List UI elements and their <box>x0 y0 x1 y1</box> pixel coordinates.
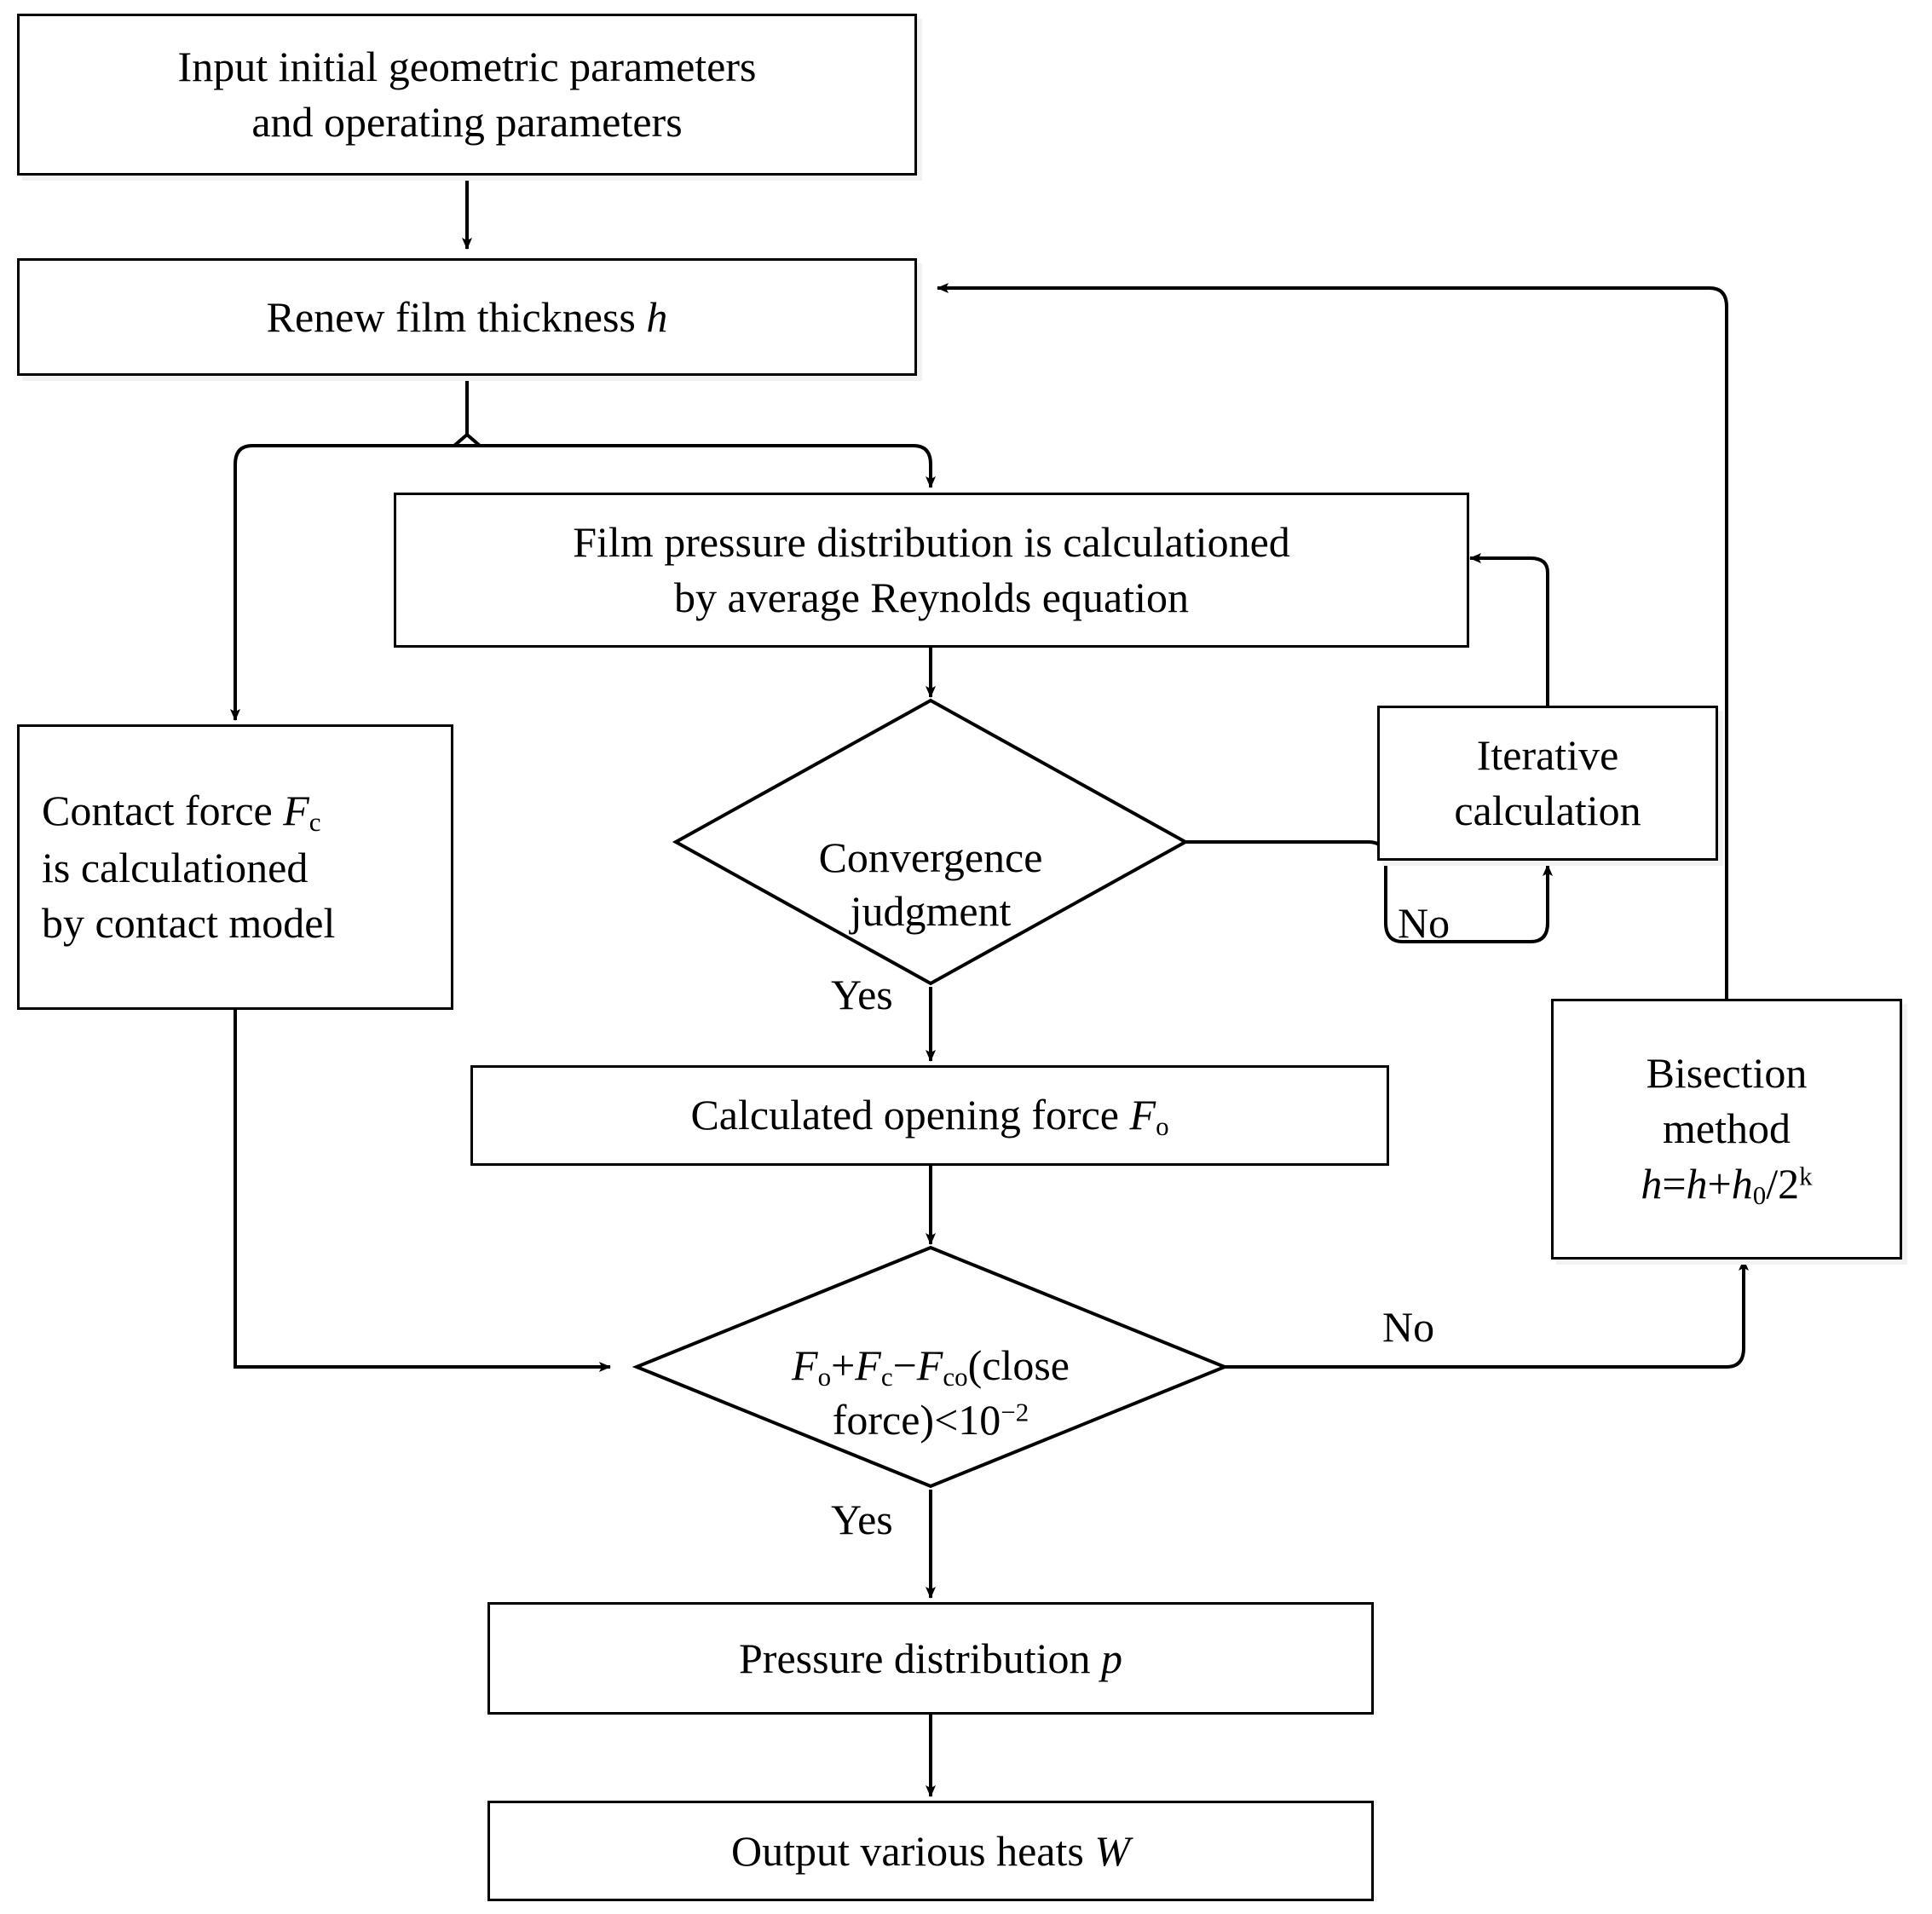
contact-force-subscript-c: c <box>309 807 321 838</box>
node-iterative-calculation-label: Iterative calculation <box>1454 731 1641 834</box>
edge-label-force-check-no: No <box>1382 1303 1435 1351</box>
pressure-distribution-symbol-p: p <box>1100 1634 1122 1682</box>
node-pressure-distribution-label: Pressure distribution p <box>490 1631 1371 1686</box>
node-bisection-method-label: Bisection method h=h+h0/2k <box>1554 1046 1900 1213</box>
edge-bisection-to-renew <box>937 283 1728 1004</box>
edge-iterative-to-film-pressure <box>1469 553 1549 710</box>
node-renew-film-thickness-label: Renew film thickness h <box>20 290 914 345</box>
decision-force-check-shape <box>632 1245 1230 1489</box>
edge-renew-peak <box>453 433 482 447</box>
edge-force-check-no-to-bisection <box>1225 1259 1749 1369</box>
edge-label-convergence-no: No <box>1398 899 1450 947</box>
edge-contact-force-to-force-check <box>234 1010 611 1372</box>
bisection-line1: Bisection <box>1646 1048 1808 1097</box>
contact-force-line2: is calculationed <box>42 843 309 891</box>
renew-text-prefix: Renew film thickness <box>266 292 647 341</box>
node-renew-film-thickness[interactable]: Renew film thickness h <box>17 258 917 376</box>
opening-force-subscript-o: o <box>1156 1110 1169 1141</box>
node-pressure-distribution[interactable]: Pressure distribution p <box>487 1602 1374 1715</box>
node-film-pressure-distribution-label: Film pressure distribution is calculatio… <box>573 518 1290 621</box>
bisection-formula: h=h+h0/2k <box>1641 1159 1813 1210</box>
pressure-distribution-prefix: Pressure distribution <box>739 1634 1101 1682</box>
node-input-parameters-label: Input initial geometric parameters and o… <box>177 43 757 146</box>
edge-label-convergence-yes: Yes <box>831 971 893 1018</box>
contact-force-symbol-F: F <box>283 787 309 835</box>
bisection-line2: method <box>1663 1104 1791 1152</box>
contact-force-line3: by contact model <box>42 898 336 947</box>
edge-renew-to-film-pressure <box>467 444 936 488</box>
node-output-various-heats-label: Output various heats W <box>490 1824 1371 1879</box>
node-calculated-opening-force-label: Calculated opening force Fo <box>473 1087 1387 1144</box>
edge-label-force-check-yes: Yes <box>831 1496 893 1543</box>
node-output-various-heats[interactable]: Output various heats W <box>487 1801 1374 1901</box>
node-input-parameters[interactable]: Input initial geometric parameters and o… <box>17 14 917 176</box>
node-iterative-calculation[interactable]: Iterative calculation <box>1377 706 1718 861</box>
node-bisection-method[interactable]: Bisection method h=h+h0/2k <box>1551 999 1902 1260</box>
output-heats-prefix: Output various heats <box>731 1826 1095 1875</box>
opening-force-symbol-F: F <box>1129 1090 1156 1139</box>
decision-convergence-shape <box>672 698 1190 986</box>
contact-force-text-prefix: Contact force <box>42 787 284 835</box>
node-calculated-opening-force[interactable]: Calculated opening force Fo <box>470 1065 1389 1166</box>
node-film-pressure-distribution[interactable]: Film pressure distribution is calculatio… <box>394 493 1469 648</box>
opening-force-text-prefix: Calculated opening force <box>690 1090 1130 1139</box>
output-heats-symbol-W: W <box>1094 1826 1130 1875</box>
edge-renew-to-contact-force <box>230 444 467 721</box>
renew-symbol-h: h <box>646 292 668 341</box>
